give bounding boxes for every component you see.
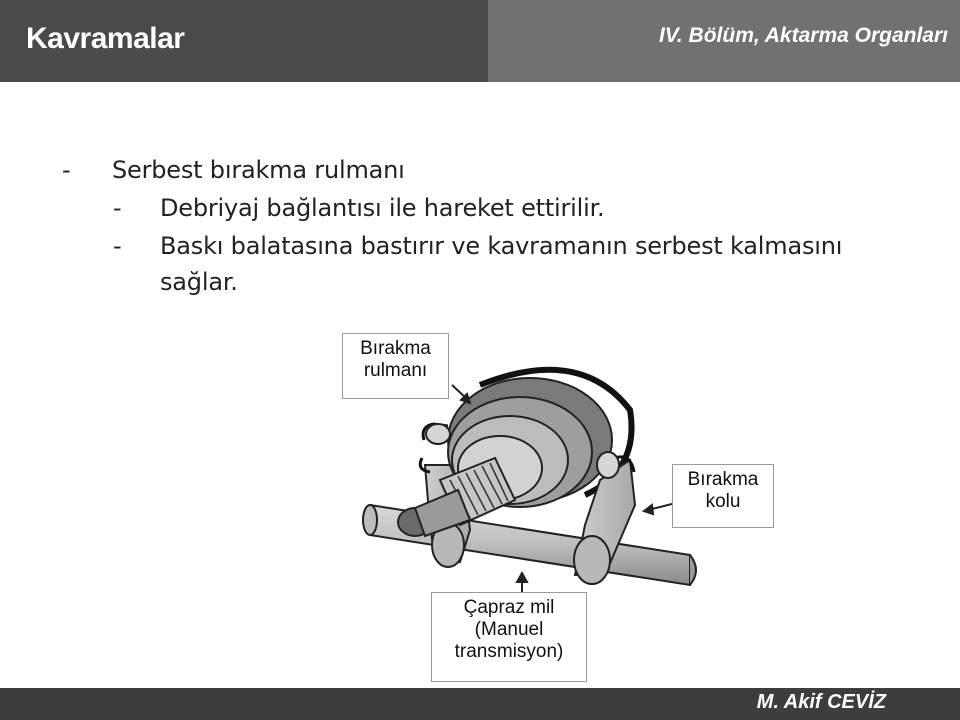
label-cross-shaft-line: Çapraz mil [463,597,555,618]
label-release-lever-line: Bırakma [687,469,759,490]
label-release-bearing-line: Bırakma [360,338,431,359]
label-release-bearing: Bırakma rulmanı [342,333,449,399]
release-bearing-figure: Bırakma rulmanı Bırakma kolu Çapraz mil … [330,330,780,690]
label-release-lever: Bırakma kolu [672,464,774,528]
release-bearing-illustration [362,366,697,592]
label-release-bearing-line: rulmanı [363,360,428,381]
sub-bullet-dash: - [113,194,122,222]
header-left-band [0,0,488,82]
sub-bullet-item: Baskı balatasına bastırır ve kavramanın … [160,232,843,260]
slide-footer: M. Akif CEVİZ [0,688,960,720]
sub-bullet-dash: - [113,232,122,260]
label-cross-shaft-line: (Manuel [474,619,544,640]
sub-bullet-item: Debriyaj bağlantısı ile hareket ettirili… [160,194,605,222]
header-right-band [488,0,960,82]
label-release-lever-line: kolu [705,491,741,512]
release-lever [418,422,637,585]
slide-header: Kavramalar IV. Bölüm, Aktarma Organları [0,0,960,82]
bullet-item: Serbest bırakma rulmanı [112,156,405,184]
label-cross-shaft-line: transmisyon) [454,641,564,662]
slide-title: Kavramalar [26,22,185,55]
author-name: M. Akif CEVİZ [756,691,886,713]
label-cross-shaft: Çapraz mil (Manuel transmisyon) [431,592,587,682]
section-title: IV. Bölüm, Aktarma Organları [658,24,948,47]
bullet-dash: - [62,156,71,184]
splined-hub [397,456,517,538]
sub-bullet-item-continued: sağlar. [160,268,238,296]
